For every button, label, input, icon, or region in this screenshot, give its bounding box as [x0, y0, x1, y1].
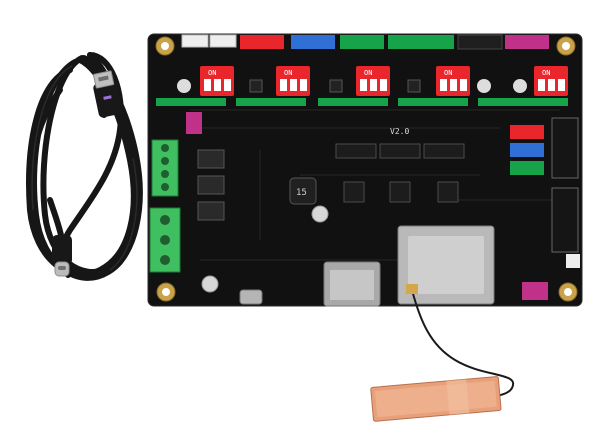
usb-cable	[26, 52, 143, 281]
box-header-lower	[551, 187, 579, 253]
connector-green-2	[388, 35, 454, 49]
sd-card-slot	[323, 261, 381, 307]
driver-slot-3: ON	[356, 66, 421, 96]
inductor-marking: 15	[296, 188, 307, 198]
connector-pink-1	[505, 35, 549, 49]
antenna-connector	[406, 284, 418, 294]
connector-blue-1	[291, 35, 335, 49]
driver-slot-4: ON	[436, 66, 491, 96]
capacitors	[201, 205, 329, 293]
board-usb-c-port	[239, 289, 263, 305]
controller-board: ON ON ON ON	[147, 33, 583, 307]
connector-pink-left	[186, 112, 202, 134]
antenna-patch	[370, 376, 502, 422]
connector-red-right	[510, 125, 544, 139]
dip-on-label-4: ON	[444, 69, 452, 77]
terminal-blocks	[149, 139, 181, 273]
right-connectors	[186, 112, 580, 300]
connector-white-1	[181, 34, 209, 48]
wifi-antenna	[370, 284, 515, 422]
dip-on-label-5: ON	[542, 69, 550, 77]
top-connectors	[181, 34, 549, 50]
driver-slot-5: ON	[513, 66, 568, 96]
connector-blue-right	[510, 143, 544, 157]
dip-on-label-3: ON	[364, 69, 372, 77]
stepper-driver-row: ON ON ON ON	[156, 66, 568, 106]
ic-chips	[335, 143, 465, 203]
connector-black-1	[457, 34, 503, 50]
connector-red-1	[240, 35, 284, 49]
connector-green-right	[510, 161, 544, 175]
inductor: 15	[289, 177, 317, 205]
cable-loop-4	[26, 87, 123, 279]
usb-a-plug	[93, 70, 123, 118]
connector-white-2	[209, 34, 237, 48]
box-header-upper	[551, 117, 579, 179]
usb-c-plug	[52, 235, 72, 277]
driver-slot-2: ON	[276, 66, 343, 96]
version-marking: V2.0	[390, 127, 409, 136]
driver-slot-1: ON	[177, 66, 263, 96]
connector-green-1	[340, 35, 384, 49]
wifi-module	[397, 225, 495, 305]
dip-on-label-1: ON	[208, 69, 216, 77]
dip-on-label-2: ON	[284, 69, 292, 77]
connector-pink-bottom	[522, 282, 548, 300]
connector-white-right	[566, 254, 580, 268]
mosfets	[197, 149, 225, 221]
